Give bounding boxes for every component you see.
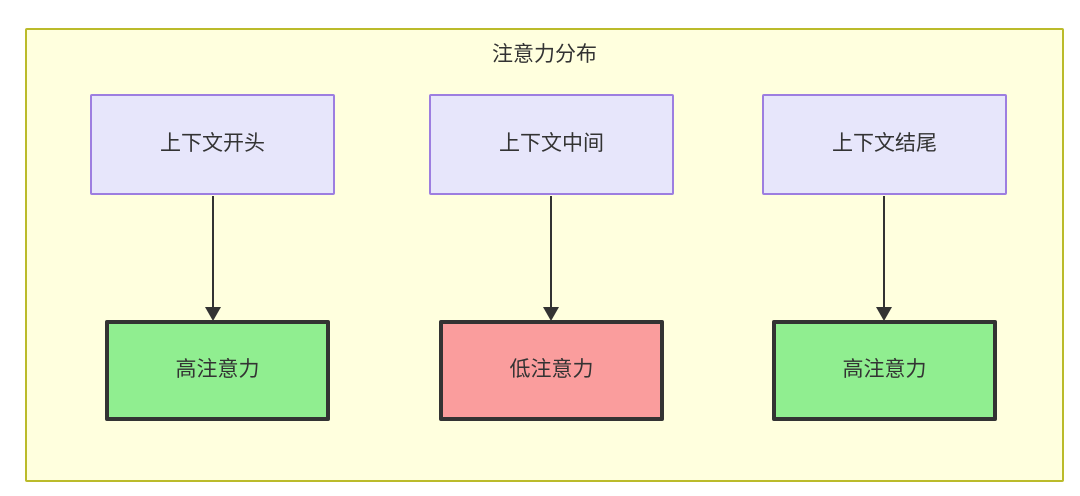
- node-ctx-start[interactable]: 上下文开头: [90, 94, 335, 195]
- edge-ctx-end-to-attn-high-end: [876, 196, 892, 321]
- node-attn-low-middle[interactable]: 低注意力: [439, 320, 664, 421]
- node-ctx-end[interactable]: 上下文结尾: [762, 94, 1007, 195]
- node-attn-high-start-label: 高注意力: [175, 358, 260, 382]
- attention-distribution-container: 注意力分布 上下文开头 上下文中间: [25, 28, 1064, 482]
- node-ctx-end-label: 上下文结尾: [832, 132, 937, 156]
- edge-ctx-middle-to-attn-low-middle: [543, 196, 559, 321]
- node-attn-low-middle-label: 低注意力: [509, 358, 594, 382]
- node-attn-high-end-label: 高注意力: [842, 358, 927, 382]
- node-ctx-middle[interactable]: 上下文中间: [429, 94, 674, 195]
- edge-ctx-start-to-attn-high-start: [205, 196, 221, 321]
- node-ctx-start-label: 上下文开头: [160, 132, 265, 156]
- node-ctx-middle-label: 上下文中间: [499, 132, 604, 156]
- node-attn-high-start[interactable]: 高注意力: [105, 320, 330, 421]
- node-attn-high-end[interactable]: 高注意力: [772, 320, 997, 421]
- subgraph-title: 注意力分布: [492, 43, 597, 66]
